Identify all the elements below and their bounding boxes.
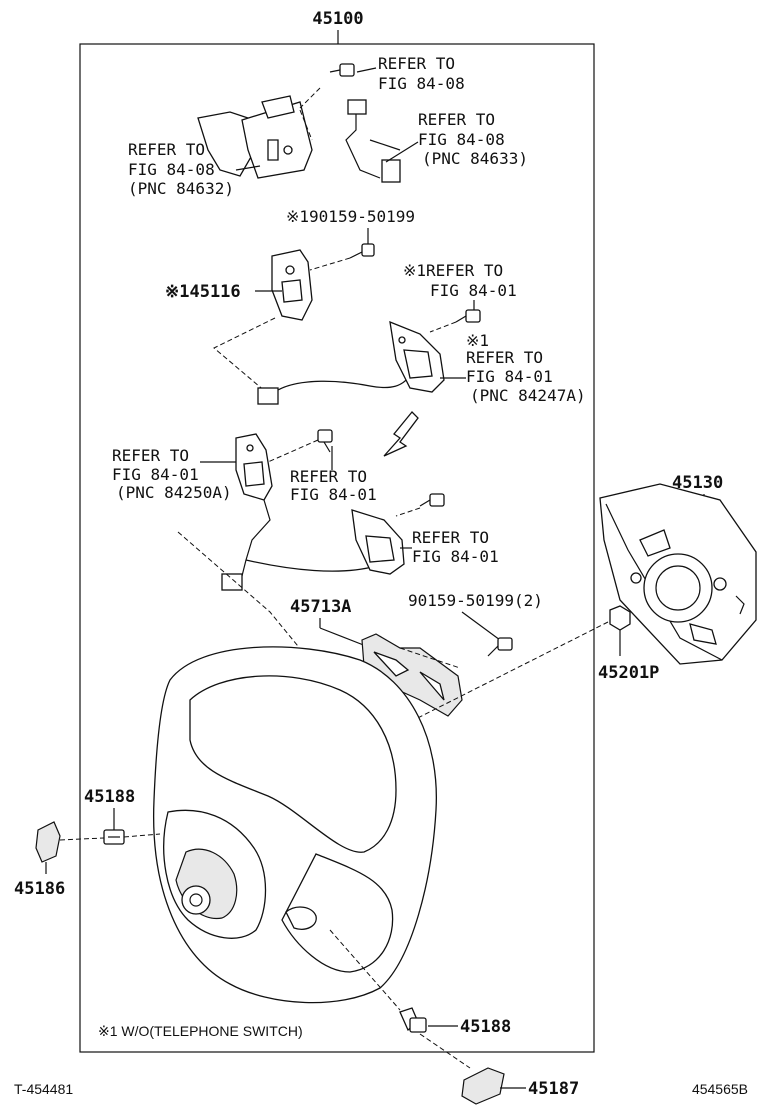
cap-45187 [461, 1067, 505, 1105]
nut-45201p [609, 605, 631, 631]
refer-top-right-line1: REFER TO [378, 54, 455, 73]
combination-switch-part [197, 95, 313, 179]
refer-top-left-line1: REFER TO [128, 140, 205, 159]
part-45188-top-label: 45188 [84, 787, 135, 807]
part-45116-label: ※145116 [165, 282, 241, 302]
screw-45188-bottom [399, 1007, 427, 1033]
part-45187-label: 45187 [528, 1079, 579, 1099]
refer-lower-right-line1: REFER TO [412, 528, 489, 547]
part-45201p-label: 45201P [598, 663, 659, 683]
screw-lower-right [419, 493, 445, 507]
refer-mid-right-b-line1: ※1 [466, 331, 489, 350]
screw-top [329, 63, 355, 77]
steering-wheel [152, 646, 437, 1004]
refer-top-right2-line1: REFER TO [418, 110, 495, 129]
switch-pad-45116 [271, 249, 313, 321]
refer-mid-right-a-line2: FIG 84-01 [430, 281, 517, 300]
cap-45186 [35, 821, 61, 863]
refer-center-line1: REFER TO [290, 467, 367, 486]
screw-center [317, 429, 333, 453]
refer-mid-right-b-line4: (PNC 84247A) [470, 386, 586, 405]
assembly-frame [79, 43, 595, 1053]
switch-pad-84250a [235, 433, 273, 501]
refer-top-left-line2: FIG 84-08 [128, 160, 215, 179]
assembly-number-label: 45100 [312, 9, 363, 29]
wire-harness-part [345, 99, 401, 183]
screw-1-label: ※190159-50199 [286, 207, 415, 226]
direction-arrow [383, 411, 419, 457]
refer-mid-right-b-line3: FIG 84-01 [466, 367, 553, 386]
refer-top-left-line3: (PNC 84632) [128, 179, 234, 198]
refer-mid-right-a-line1: ※1REFER TO [403, 261, 503, 280]
refer-left-line1: REFER TO [112, 446, 189, 465]
refer-mid-right-b-line2: REFER TO [466, 348, 543, 367]
refer-top-right2-line3: (PNC 84633) [422, 149, 528, 168]
part-45713a-label: 45713A [290, 597, 351, 617]
refer-lower-right-line2: FIG 84-01 [412, 547, 499, 566]
screw-45188-top [103, 829, 125, 845]
part-45188-bottom-label: 45188 [460, 1017, 511, 1037]
screw-mid-right [455, 309, 481, 323]
connector-2 [221, 573, 243, 591]
connector-1 [257, 387, 279, 405]
refer-center-line2: FIG 84-01 [290, 485, 377, 504]
part-45130-label: 45130 [672, 473, 723, 493]
refer-left-line3: (PNC 84250A) [116, 483, 232, 502]
switch-pad-84247a [389, 320, 445, 393]
switch-pad-lower-right [351, 509, 405, 575]
footer-left-code: T-454481 [14, 1081, 73, 1097]
airbag-45130 [599, 483, 757, 665]
refer-left-line2: FIG 84-01 [112, 465, 199, 484]
screw-2-label: 90159-50199(2) [408, 591, 543, 610]
refer-top-right2-line2: FIG 84-08 [418, 130, 505, 149]
footnote-text: ※1 W/O(TELEPHONE SWITCH) [98, 1023, 303, 1039]
refer-top-right-line2: FIG 84-08 [378, 74, 465, 93]
part-45186-label: 45186 [14, 879, 65, 899]
screw-2-part [487, 637, 513, 657]
footer-right-code: 454565B [692, 1081, 748, 1097]
screw-1-part [349, 243, 375, 259]
